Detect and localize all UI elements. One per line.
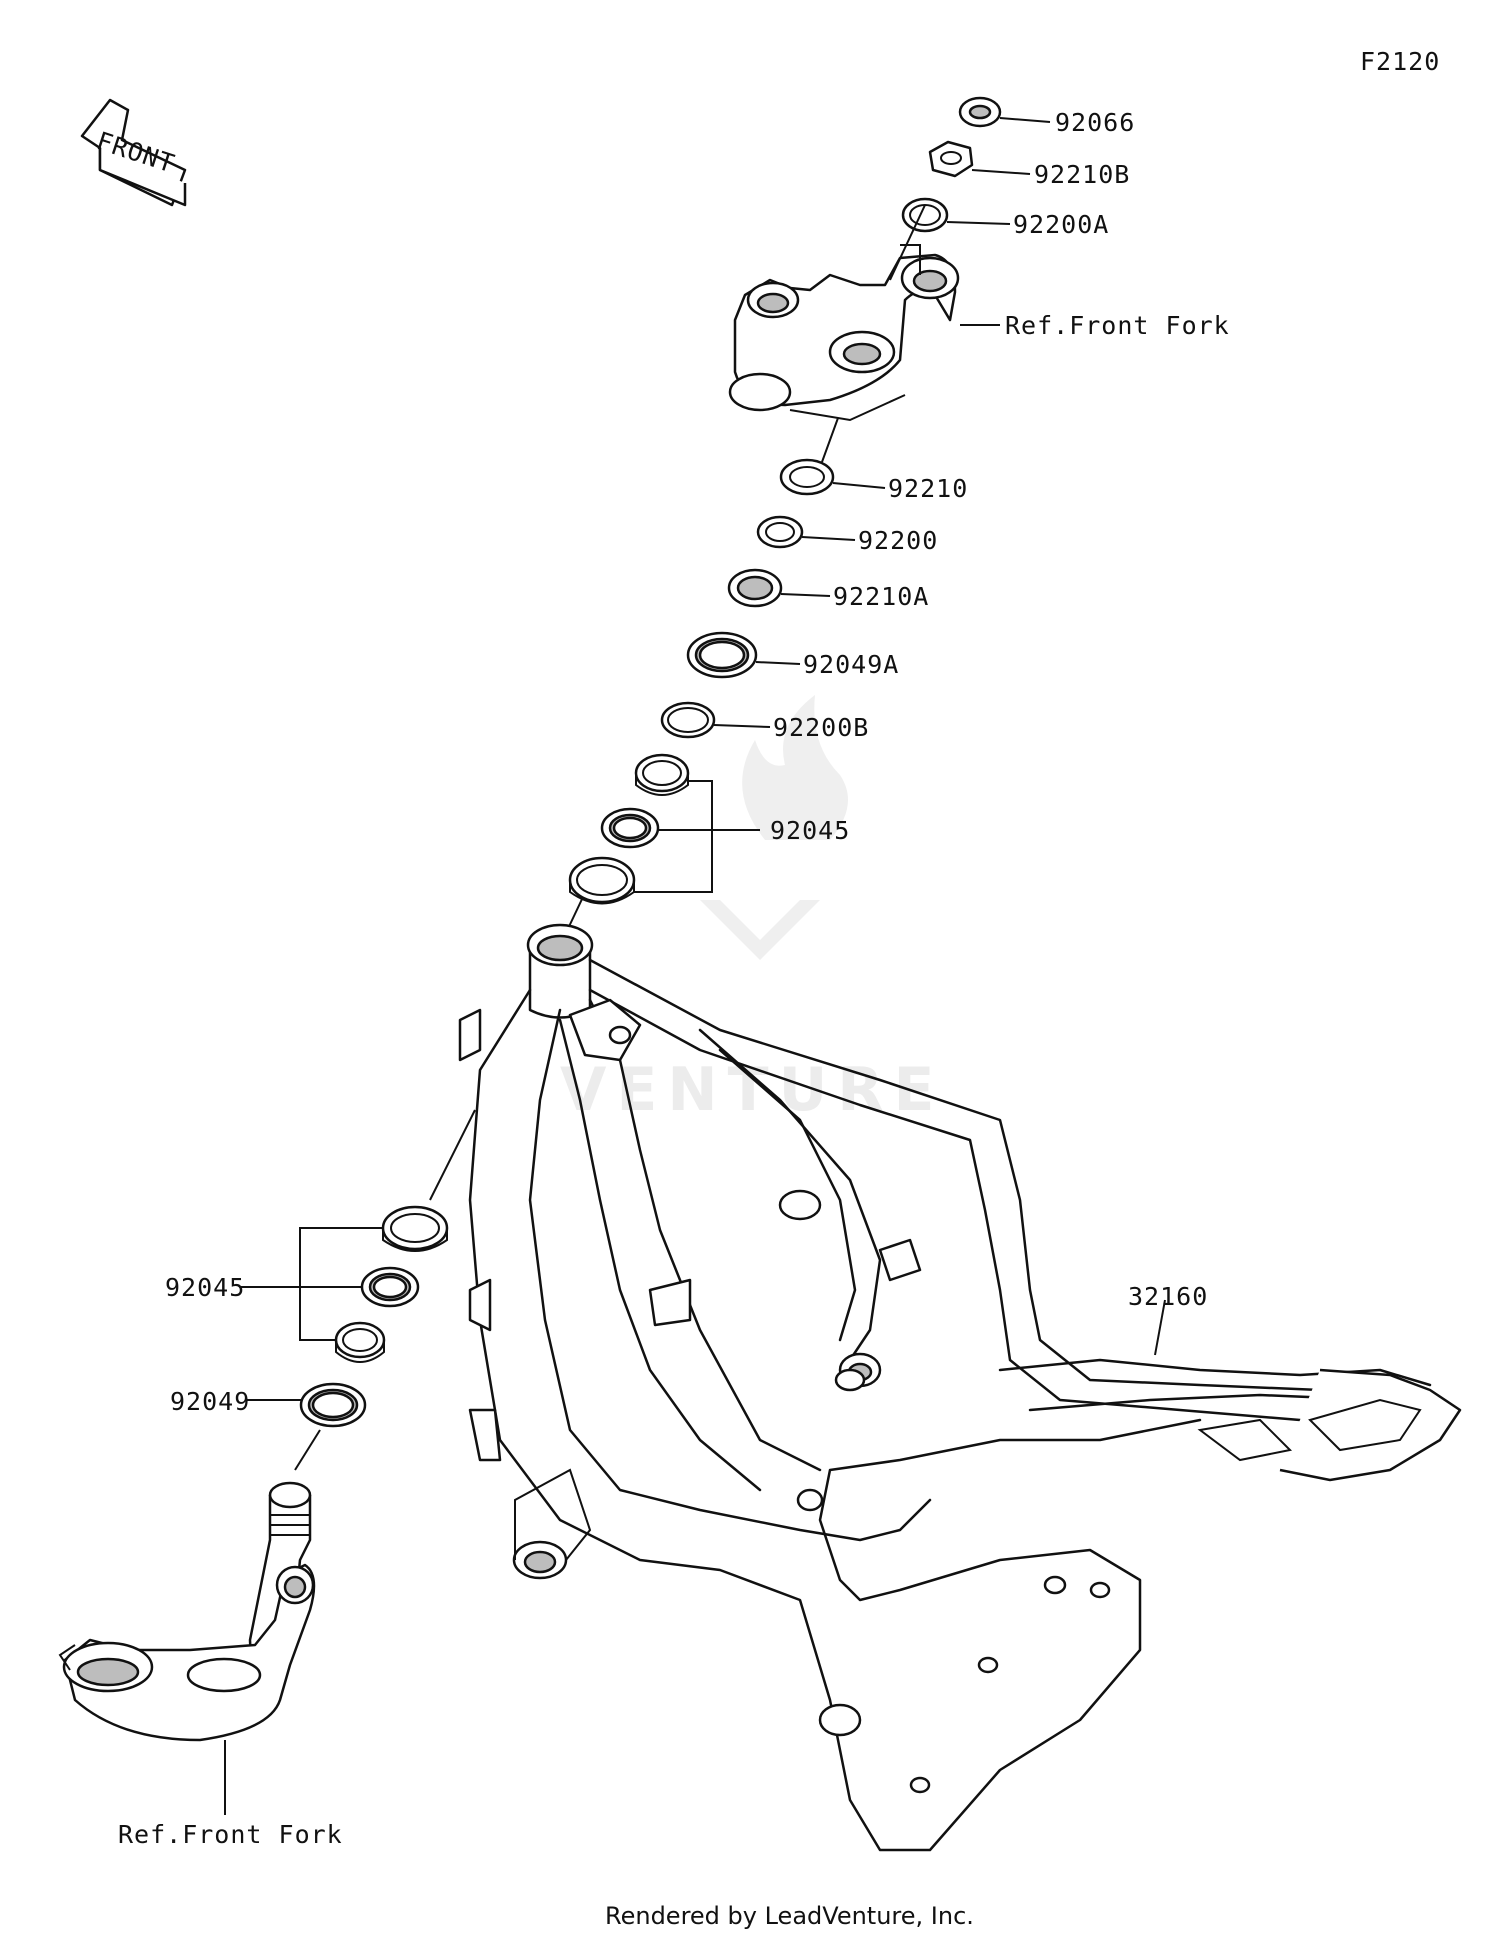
front-arrow-icon: FRONT	[80, 98, 187, 207]
part-92045-upper-bearing-set	[568, 753, 760, 905]
diagram-code: F2120	[1360, 47, 1440, 76]
part-92200-washer	[756, 515, 856, 549]
part-92066-nut	[958, 96, 1051, 128]
label-92045-top: 92045	[770, 816, 850, 845]
label-92210b: 92210B	[1034, 160, 1130, 189]
label-92210: 92210	[888, 474, 968, 503]
label-32160: 32160	[1128, 1282, 1208, 1311]
footer-credit: Rendered by LeadVenture, Inc.	[605, 1902, 974, 1930]
part-lower-bracket-stem	[58, 1481, 316, 1815]
part-92210b-nut	[928, 140, 1031, 178]
label-92066: 92066	[1055, 108, 1135, 137]
part-92200a-washer	[901, 197, 1011, 233]
part-92049a-seal	[686, 631, 801, 679]
watermark: VENTURE	[560, 695, 934, 1125]
label-92200a: 92200A	[1013, 210, 1109, 239]
part-32160-frame	[458, 896, 1462, 1852]
label-92045-bottom: 92045	[165, 1273, 245, 1302]
label-92200b: 92200B	[773, 713, 869, 742]
label-ref-front-fork-bottom: Ref.Front Fork	[118, 1820, 343, 1849]
part-92210-locknut	[779, 417, 886, 496]
label-92200: 92200	[858, 526, 938, 555]
part-92049-seal	[245, 1382, 367, 1471]
part-upper-bracket	[728, 204, 1000, 422]
part-92210a-locknut	[727, 568, 831, 608]
part-92045-lower-bearing-set	[240, 1109, 476, 1363]
part-92200b-washer	[660, 701, 771, 739]
label-92210a: 92210A	[833, 582, 929, 611]
label-ref-front-fork-top: Ref.Front Fork	[1005, 311, 1230, 340]
label-92049a: 92049A	[803, 650, 899, 679]
label-92049: 92049	[170, 1387, 250, 1416]
